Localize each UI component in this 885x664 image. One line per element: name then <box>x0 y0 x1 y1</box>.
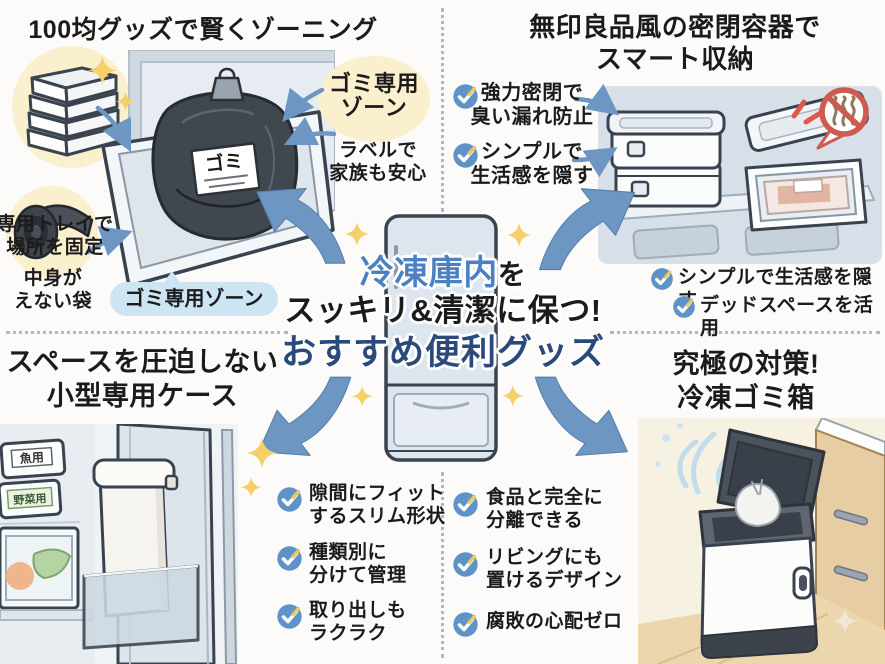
check-living-design: リビングにも 置けるデザイン <box>486 547 623 591</box>
no-odor-icon <box>816 87 869 150</box>
check-deadspace: デッドスペースを活用 <box>700 295 874 339</box>
quadrant-title-zoning: 100均グッズで賢くゾーニング <box>28 16 378 44</box>
check-icon <box>673 296 695 318</box>
sparkle-icon <box>833 609 857 633</box>
sparkle-icon <box>241 477 262 498</box>
check-seal: 強力密閉で 臭い漏れ防止 <box>470 82 594 128</box>
label-note: ラベルで 家族も安心 <box>329 140 427 184</box>
sparkle-icon <box>345 222 369 246</box>
containers-illustration <box>598 86 882 264</box>
check-slim-fit: 隙間にフィット するスリム形状 <box>309 483 446 527</box>
zone-bubble-tail <box>162 271 182 285</box>
check-icon <box>453 492 478 517</box>
check-icon <box>651 268 673 290</box>
garbage-bag-roll-illustration <box>13 204 94 260</box>
roll-note: 中身が えない袋 <box>13 268 92 312</box>
quadrant-title-containers-2: スマート収納 <box>595 44 755 74</box>
fridge-illustration <box>384 214 498 462</box>
divider-vertical-top <box>441 8 444 212</box>
case-label-fish: 魚用 <box>19 449 44 466</box>
freezer-trash-can-illustration <box>638 418 885 664</box>
check-icon <box>277 487 302 512</box>
check-icon <box>453 552 478 577</box>
check-icon <box>453 143 478 168</box>
zone-highlight-circle <box>318 56 430 142</box>
sparkle-icon <box>247 438 277 468</box>
quadrant-title-containers-1: 無印良品風の密閉容器で <box>529 12 821 42</box>
divider-horizontal-right <box>610 331 880 334</box>
check-icon <box>277 546 302 571</box>
check-icon <box>277 604 302 629</box>
quadrant-title-case-1: スペースを圧迫しない <box>6 347 279 377</box>
door-case-illustration: 魚用 野菜用 <box>0 424 238 664</box>
zone-circle-label: ゴミ専用 ゾーン <box>328 71 419 121</box>
check-simple: シンプルで 生活感を隠す <box>470 141 594 187</box>
center-title-suffix: を <box>497 259 527 290</box>
divider-vertical-bottom <box>441 472 444 658</box>
center-title-highlight: 冷凍庫内 <box>359 254 498 292</box>
quadrant-title-trash-2: 冷凍ゴミ箱 <box>677 383 815 413</box>
center-title-line3: おすすめ便利グッズ <box>280 333 605 372</box>
zone-bubble-label: ゴミ専用ゾーン <box>110 282 278 316</box>
divider-horizontal-left <box>6 331 288 334</box>
sparkle-icon <box>502 385 524 407</box>
binder-clip-icon <box>209 67 245 102</box>
check-separate-food: 食品と完全に 分離できる <box>486 487 604 531</box>
sparkle-icon <box>352 386 373 407</box>
big-arrow-bottom-right <box>534 376 628 456</box>
check-icon <box>453 84 478 109</box>
case-label-vegetable: 野菜用 <box>13 491 47 507</box>
sparkle-icon <box>507 223 531 247</box>
quadrant-title-trash-1: 究極の対策! <box>672 349 820 379</box>
check-sort-by-type: 種類別に 分けて管理 <box>309 542 407 586</box>
check-no-rot: 腐敗の心配ゼロ <box>486 611 623 632</box>
check-icon <box>453 612 478 637</box>
center-title-line2: スッキリ&清潔に保つ! <box>284 293 602 328</box>
check-easy-takeout: 取り出しも ラクラク <box>309 600 407 644</box>
quadrant-title-case-2: 小型専用ケース <box>46 381 239 411</box>
tray-note: 専用トレイで 場所を固定 <box>0 214 114 258</box>
center-title-line1: 冷凍庫内を <box>243 254 643 292</box>
